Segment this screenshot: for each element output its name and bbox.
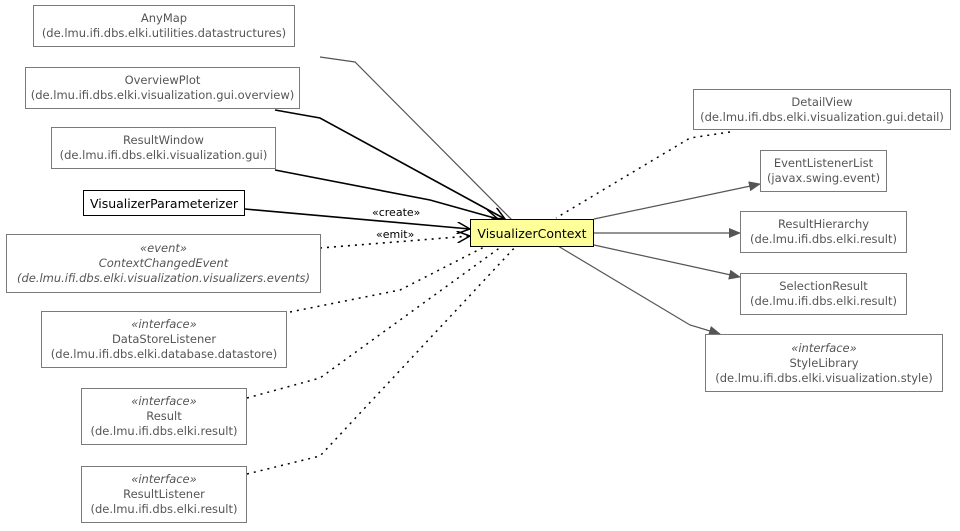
edge-visualizerparameterizer (244, 208, 470, 229)
class-name: SelectionResult (779, 279, 868, 293)
class-box-detailview[interactable]: DetailView (de.lmu.ifi.dbs.elki.visualiz… (693, 89, 951, 130)
class-name: DataStoreListener (111, 332, 217, 346)
edge-label-emit: «emit» (376, 228, 415, 241)
edge-label-create: «create» (372, 206, 421, 219)
edge-resultwindow (274, 169, 498, 219)
class-name: Result (146, 409, 182, 423)
edge-eventlistenerlist (593, 181, 761, 220)
class-box-eventlistenerlist[interactable]: EventListenerList (javax.swing.event) (760, 150, 887, 192)
class-name: VisualizerParameterizer (89, 195, 239, 211)
class-stereotype: «event» (140, 241, 187, 255)
class-package: (de.lmu.ifi.dbs.elki.utilities.datastruc… (41, 26, 287, 40)
class-package: (de.lmu.ifi.dbs.elki.result) (749, 294, 897, 308)
class-name: StyleLibrary (789, 355, 859, 370)
class-box-anymap[interactable]: AnyMap (de.lmu.ifi.dbs.elki.utilities.da… (33, 5, 295, 47)
class-name: ResultWindow (123, 133, 204, 147)
class-package: (de.lmu.ifi.dbs.elki.result) (749, 232, 897, 246)
class-name: AnyMap (140, 11, 188, 25)
class-box-selectionresult[interactable]: SelectionResult (de.lmu.ifi.dbs.elki.res… (740, 273, 907, 315)
class-package: (de.lmu.ifi.dbs.elki.visualization.style… (715, 370, 933, 385)
edge-datastorelistener (289, 243, 491, 313)
class-stereotype: «interface» (131, 472, 197, 486)
class-box-datastorelistener[interactable]: «interface» DataStoreListener (de.lmu.if… (41, 311, 287, 368)
class-box-stylelibrary[interactable]: «interface» StyleLibrary (de.lmu.ifi.dbs… (705, 334, 943, 392)
class-package: (javax.swing.event) (766, 171, 881, 185)
class-box-visualizercontext[interactable]: VisualizerContext (470, 219, 594, 247)
class-package: (de.lmu.ifi.dbs.elki.visualization.gui.o… (30, 88, 295, 102)
edge-detailview (555, 131, 731, 219)
class-name: OverviewPlot (124, 73, 201, 87)
class-box-resulthierarchy[interactable]: ResultHierarchy (de.lmu.ifi.dbs.elki.res… (740, 211, 907, 253)
class-package: (de.lmu.ifi.dbs.elki.result) (90, 502, 238, 516)
class-package: (de.lmu.ifi.dbs.elki.result) (90, 424, 238, 438)
class-box-result[interactable]: «interface» Result (de.lmu.ifi.dbs.elki.… (81, 388, 247, 445)
class-name: VisualizerContext (477, 225, 587, 241)
class-stereotype: «interface» (131, 317, 197, 331)
edge-overviewplot (274, 109, 505, 219)
class-box-resultlistener[interactable]: «interface» ResultListener (de.lmu.ifi.d… (81, 466, 247, 523)
class-box-visualizerparameterizer[interactable]: VisualizerParameterizer (83, 190, 245, 216)
class-package: (de.lmu.ifi.dbs.elki.visualization.visua… (16, 271, 311, 285)
class-package: (de.lmu.ifi.dbs.elki.visualization.gui) (59, 148, 268, 162)
class-name: EventListenerList (773, 156, 874, 170)
class-box-resultwindow[interactable]: ResultWindow (de.lmu.ifi.dbs.elki.visual… (51, 127, 276, 169)
edge-anymap (319, 56, 513, 221)
class-box-contextchangedevent[interactable]: «event» ContextChangedEvent (de.lmu.ifi.… (6, 234, 321, 293)
class-stereotype: «interface» (791, 340, 857, 355)
class-name: DetailView (791, 94, 853, 109)
class-package: (de.lmu.ifi.dbs.elki.database.datastore) (50, 347, 278, 361)
class-name: ContextChangedEvent (98, 256, 229, 270)
class-box-overviewplot[interactable]: OverviewPlot (de.lmu.ifi.dbs.elki.visual… (25, 67, 300, 109)
class-name: ResultHierarchy (777, 217, 870, 231)
class-package: (de.lmu.ifi.dbs.elki.visualization.gui.d… (700, 109, 944, 124)
edge-stylelibrary (557, 245, 721, 336)
edge-selectionresult (593, 244, 741, 280)
class-name: ResultListener (123, 487, 205, 501)
class-stereotype: «interface» (131, 394, 197, 408)
